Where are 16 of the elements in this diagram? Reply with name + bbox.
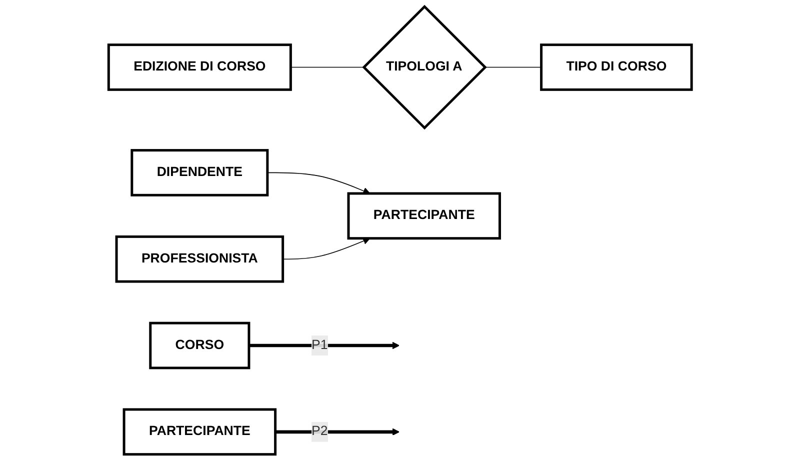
node-box: PARTECIPANTE <box>122 408 276 456</box>
arrow <box>282 237 370 260</box>
node-box: PARTECIPANTE <box>347 192 501 240</box>
arrow <box>248 342 400 350</box>
edge-label: P1 <box>311 338 328 352</box>
edge-label: P2 <box>311 424 328 439</box>
connector <box>484 66 542 68</box>
node-box: CORSO <box>149 322 250 370</box>
connector <box>290 66 364 68</box>
node-box: EDIZIONE DI CORSO <box>107 44 292 91</box>
node-box: DIPENDENTE <box>130 149 269 196</box>
arrow <box>266 172 370 194</box>
node-box: TIPO DI CORSO <box>540 44 693 91</box>
node-box: PROFESSIONISTA <box>115 235 284 283</box>
node-diamond: TIPOLOGI A <box>362 4 487 130</box>
arrow <box>275 428 400 436</box>
